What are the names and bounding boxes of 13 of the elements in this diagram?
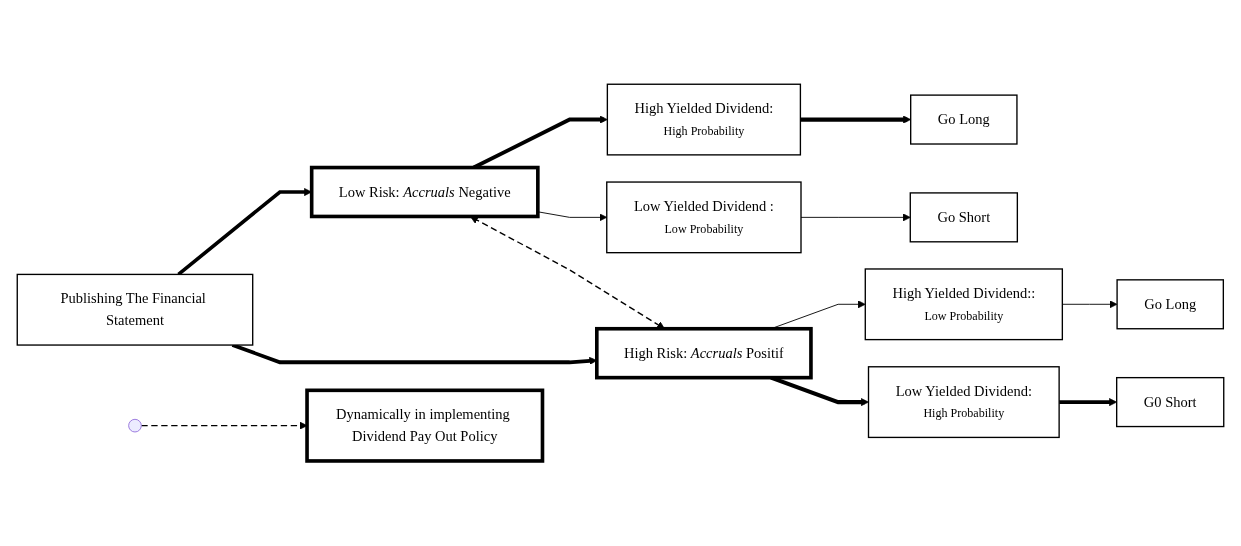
node-box: High Yielded Dividend:: Low Probability <box>864 268 1063 341</box>
node-box: High Yielded Dividend: High Probability <box>606 83 802 156</box>
node-box: Low Yielded Dividend: High Probability <box>867 366 1060 439</box>
node-box: High Risk: Accruals Positif <box>595 327 813 380</box>
node-box: Publishing The Financial Statement <box>16 274 254 347</box>
node-box: Go Short <box>909 192 1019 243</box>
node-box: G0 Short <box>1116 377 1225 428</box>
arrow <box>470 216 665 330</box>
node-box: Dynamically in implementing Dividend Pay Out Policy <box>305 388 545 464</box>
node-box: Low Risk: Accruals Negative <box>309 166 540 219</box>
node-box: Go Long <box>1116 279 1224 330</box>
node-box: Go Long <box>910 94 1018 146</box>
node-box: Low Yielded Dividend : Low Probability <box>606 181 802 254</box>
